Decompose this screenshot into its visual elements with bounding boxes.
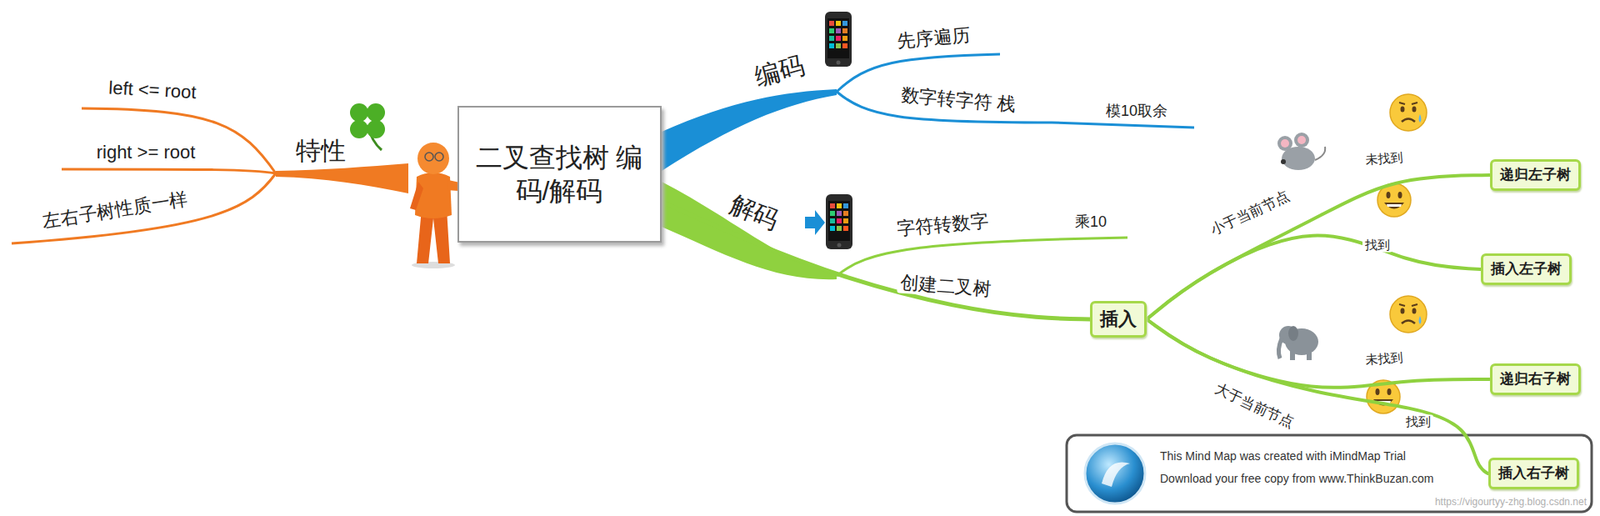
branch-label: 乘10 bbox=[1075, 213, 1107, 231]
node-label: 递归左子树 bbox=[1500, 165, 1571, 185]
topic-box: 插入右子树 bbox=[1488, 457, 1580, 490]
watermark-text: Download your free copy from www.ThinkBu… bbox=[1160, 471, 1434, 485]
node-label: 递归右子树 bbox=[1500, 370, 1571, 389]
blue-branch bbox=[661, 54, 1195, 171]
central-topic-box: 二叉查找树 编码/解码 bbox=[457, 105, 662, 243]
mouse-icon bbox=[1277, 132, 1325, 170]
topic-box: 递归右子树 bbox=[1490, 363, 1581, 395]
edge-label: 创建二叉树 bbox=[896, 271, 995, 300]
presenter-figure bbox=[410, 142, 482, 269]
branch-label: 解码 bbox=[725, 190, 784, 235]
branch-label: 小于当前节点 bbox=[1208, 188, 1293, 240]
node-label: 插入右子树 bbox=[1498, 464, 1570, 483]
edge-label: 找到 bbox=[1403, 414, 1434, 429]
sad-emoji bbox=[1390, 295, 1427, 333]
branch-connector bbox=[661, 201, 1091, 320]
edge-label: 未找到 bbox=[1362, 349, 1406, 368]
branch-connector bbox=[1146, 235, 1481, 320]
topic-box: 递归左子树 bbox=[1490, 159, 1581, 191]
sad-emoji bbox=[1390, 94, 1427, 131]
green-branch bbox=[661, 181, 1128, 280]
branch-connector bbox=[1146, 175, 1490, 320]
branch-label: right >= root bbox=[96, 141, 196, 163]
node-label: 二叉查找树 编码/解码 bbox=[472, 140, 647, 208]
branch-label: 模10取余 bbox=[1105, 102, 1168, 120]
elephant-icon bbox=[1278, 325, 1319, 360]
node-label: 插入左子树 bbox=[1490, 260, 1562, 279]
arrow-icon bbox=[805, 210, 825, 235]
topic-box: 插入左子树 bbox=[1480, 253, 1572, 285]
branch-label: 大于当前节点 bbox=[1212, 380, 1297, 432]
branch-label: 先序遍历 bbox=[895, 25, 971, 53]
node-label: 插入 bbox=[1100, 307, 1137, 332]
watermark-text: https://vigourtyy-zhg.blog.csdn.net bbox=[1435, 496, 1587, 509]
branch-connector bbox=[1146, 319, 1489, 474]
edge-label: 未找到 bbox=[1362, 149, 1406, 168]
branch-label: 特性 bbox=[295, 136, 346, 166]
watermark-text: This Mind Map was created with iMindMap … bbox=[1160, 449, 1406, 463]
branch-label: left <= root bbox=[108, 77, 197, 104]
branch-label: 字符转数字 bbox=[895, 210, 990, 240]
branch-label: 左右子树性质一样 bbox=[40, 188, 190, 233]
branch-label: 数字转字符 栈 bbox=[900, 84, 1017, 115]
topic-box: 插入 bbox=[1090, 300, 1147, 339]
phone-icon bbox=[825, 194, 853, 250]
branch-label: 编码 bbox=[751, 51, 808, 93]
clover-icon bbox=[350, 103, 385, 150]
phone-icon bbox=[825, 11, 852, 67]
edge-label: 找到 bbox=[1362, 237, 1393, 252]
orange-branch bbox=[11, 108, 409, 244]
watermark-panel bbox=[1066, 435, 1592, 512]
